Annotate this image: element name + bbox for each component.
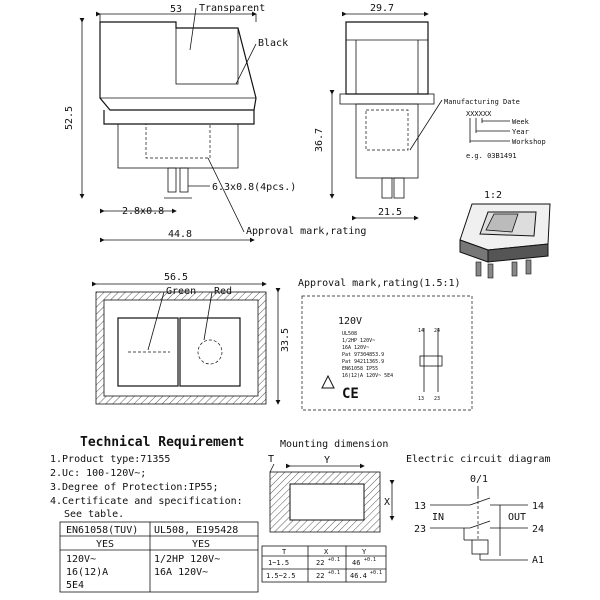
dim-side-bottom: 21.5: [378, 207, 402, 218]
mounting-row2-y: 46.4: [350, 572, 367, 580]
top-view: [95, 291, 267, 405]
mounting-cutout: [269, 463, 381, 533]
mounting-header-t: T: [282, 548, 287, 556]
circuit-pin-24: 24: [532, 524, 544, 535]
callout-transparent: Transparent: [199, 3, 265, 14]
mounting-row1-t: 1~1.5: [268, 559, 289, 567]
label-green: Green: [166, 286, 196, 297]
mounting-label-x: X: [384, 497, 390, 508]
mfg-example: e.g. 03B1491: [466, 152, 517, 160]
approval-line-2: 1/2HP 120V~: [342, 338, 375, 344]
approval-pin-13: 13: [418, 396, 424, 402]
spec-col1-line3: 5E4: [66, 580, 84, 591]
spec-col2-line2: 16A 120V~: [154, 567, 208, 578]
mounting-label-t: T: [268, 454, 274, 465]
approval-line-5: Pat 94211365.9: [342, 359, 384, 365]
circuit-wiring: [430, 486, 528, 561]
approval-line-1: UL508: [342, 331, 357, 337]
mounting-label-y: Y: [324, 455, 330, 466]
dim-top-width: 56.5: [164, 272, 188, 283]
callout-black-leader: [235, 43, 257, 85]
approval-line-7: 16(12)A 120V~ 5E4: [342, 373, 393, 379]
circuit-pin-23: 23: [414, 524, 426, 535]
dim-width-top: 53: [170, 4, 182, 15]
mfg-date-code: XXXXXX: [466, 110, 492, 118]
approval-circuit-mini: [419, 328, 443, 392]
circuit-label-in: IN: [432, 512, 444, 523]
dim-height: 52.5: [64, 106, 75, 130]
mfg-date-title: Manufacturing Date: [444, 98, 520, 106]
mounting-row1-y-tol: +0.1: [364, 557, 376, 563]
dim-width-bottom: 44.8: [168, 229, 192, 240]
mounting-row2-x: 22: [316, 572, 324, 580]
approval-line-6: EN61058 IP55: [342, 366, 378, 372]
approval-pin-23: 23: [434, 396, 440, 402]
mounting-row1-x: 22: [316, 559, 324, 567]
mounting-header-x: X: [324, 548, 329, 556]
tech-title: Technical Requirement: [80, 435, 244, 450]
approval-pin-24: 24: [434, 328, 440, 334]
dim-top-height: 33.5: [280, 328, 291, 352]
mounting-row1-x-tol: +0.1: [328, 557, 340, 563]
mounting-title: Mounting dimension: [280, 439, 388, 450]
tech-see-table: See table.: [64, 509, 124, 520]
callout-approval-mark: Approval mark,rating: [246, 226, 366, 237]
mounting-table: [261, 545, 387, 583]
approval-pin-14: 14: [418, 328, 424, 334]
approval-line-3: 16A 120V~: [342, 345, 369, 351]
side-view: [339, 21, 435, 199]
spec-col1-line1: 120V~: [66, 554, 96, 565]
approval-voltage: 120V: [338, 316, 362, 327]
front-view: [99, 21, 257, 199]
callout-black: Black: [258, 38, 288, 49]
perspective-switch-image: [459, 203, 551, 279]
circuit-title: Electric circuit diagram: [406, 454, 551, 465]
tech-item-3: 3.Degree of Protection:IP55;: [50, 482, 219, 493]
tech-item-1: 1.Product type:71355: [50, 454, 170, 465]
callout-approval-leader: [207, 157, 245, 233]
spec-table: [59, 521, 259, 593]
tech-item-4: 4.Certificate and specification:: [50, 496, 243, 507]
mounting-row2-y-tol: +0.1: [370, 570, 382, 576]
circuit-pin-14: 14: [532, 501, 544, 512]
mfg-week: Week: [512, 118, 530, 126]
callout-terminal-size: 6.3x0.8(4pcs.): [212, 182, 296, 193]
spec-col2-line1: 1/2HP 120V~: [154, 554, 220, 565]
mfg-year: Year: [512, 128, 529, 136]
circuit-label-out: OUT: [508, 512, 526, 523]
spec-header-2: UL508, E195428: [154, 525, 238, 536]
spec-col1-line2: 16(12)A: [66, 567, 108, 578]
dim-terminal-offset: 2.8x0.8: [122, 206, 164, 217]
mounting-row2-x-tol: +0.1: [328, 570, 340, 576]
mfg-date-leader: [409, 99, 443, 151]
perspective-scale: 1:2: [484, 190, 502, 201]
circuit-label-a1: A1: [532, 555, 544, 566]
mounting-row1-y: 46: [352, 559, 360, 567]
spec-header-1: EN61058(TUV): [66, 525, 138, 536]
spec-yes-1: YES: [96, 539, 114, 550]
dim-side-width: 29.7: [370, 3, 394, 14]
tech-item-2: 2.Uc: 100-120V~;: [50, 468, 146, 479]
label-red-leader: [203, 291, 213, 341]
approval-label-box: [301, 295, 473, 411]
ce-mark: CE: [342, 386, 359, 402]
mounting-row2-t: 1.5~2.5: [266, 572, 296, 580]
approval-line-4: Pat 97304853.9: [342, 352, 384, 358]
label-red: Red: [214, 286, 232, 297]
circuit-pin-13: 13: [414, 501, 426, 512]
dim-side-height: 36.7: [314, 128, 325, 152]
approval-title: Approval mark,rating(1.5:1): [298, 278, 461, 289]
circuit-label-0-1: 0/1: [470, 474, 488, 485]
warning-triangle-icon: [321, 374, 335, 389]
spec-yes-2: YES: [192, 539, 210, 550]
mounting-header-y: Y: [362, 548, 367, 556]
label-green-leader: [147, 291, 165, 351]
mfg-workshop: Workshop: [512, 138, 546, 146]
